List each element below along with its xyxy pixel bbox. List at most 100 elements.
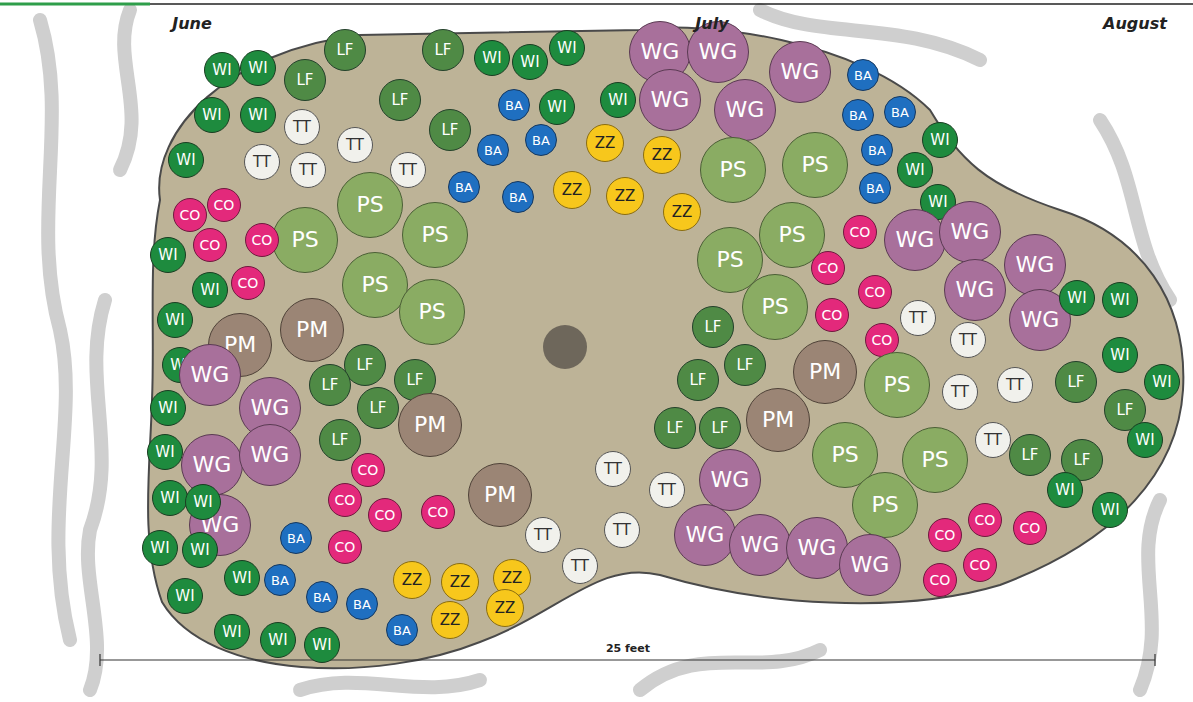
plant-code: PS xyxy=(421,224,448,246)
plant-code: WI xyxy=(200,283,219,298)
ps-plant: PS xyxy=(272,207,338,273)
plant-code: WG xyxy=(798,537,837,559)
plant-code: BA xyxy=(287,532,305,545)
plant-code: CO xyxy=(214,198,235,212)
plant-code: WG xyxy=(851,554,890,576)
wi-plant: WI xyxy=(260,622,296,658)
tt-plant: TT xyxy=(604,512,640,548)
wi-plant: WI xyxy=(185,484,221,520)
co-plant: CO xyxy=(963,548,997,582)
wi-plant: WI xyxy=(224,560,260,596)
plant-code: WI xyxy=(190,543,209,558)
pm-plant: PM xyxy=(793,340,857,404)
plant-code: WG xyxy=(251,444,290,466)
co-plant: CO xyxy=(207,188,241,222)
plant-code: WI xyxy=(547,100,566,115)
wi-plant: WI xyxy=(142,530,178,566)
wg-plant: WG xyxy=(884,209,946,271)
plant-code: LF xyxy=(1117,403,1134,418)
plant-code: CO xyxy=(818,261,839,275)
plant-code: WI xyxy=(248,108,267,123)
co-plant: CO xyxy=(368,498,402,532)
plant-code: TT xyxy=(658,483,676,498)
plant-code: WI xyxy=(608,93,627,108)
plant-code: PS xyxy=(356,194,383,216)
zz-plant: ZZ xyxy=(486,589,524,627)
zz-plant: ZZ xyxy=(393,561,431,599)
zz-plant: ZZ xyxy=(606,177,644,215)
plant-code: PS xyxy=(778,224,805,246)
plant-code: ZZ xyxy=(615,189,636,204)
plant-code: WI xyxy=(150,541,169,556)
plant-code: WG xyxy=(191,364,230,386)
lf-plant: LF xyxy=(1009,434,1051,476)
co-plant: CO xyxy=(173,198,207,232)
wg-plant: WG xyxy=(839,534,901,596)
plant-code: WI xyxy=(158,401,177,416)
top-accent-line xyxy=(0,3,150,6)
wi-plant: WI xyxy=(897,152,933,188)
ba-plant: BA xyxy=(280,522,312,554)
plant-code: LF xyxy=(667,421,684,436)
ps-plant: PS xyxy=(402,202,468,268)
plant-code: BA xyxy=(455,181,473,194)
wg-plant: WG xyxy=(944,259,1006,321)
lf-plant: LF xyxy=(654,407,696,449)
plant-code: WG xyxy=(1021,309,1060,331)
zz-plant: ZZ xyxy=(643,136,681,174)
plant-code: WG xyxy=(699,41,738,63)
plant-code: WG xyxy=(726,99,765,121)
plant-code: WI xyxy=(175,589,194,604)
wi-plant: WI xyxy=(194,97,230,133)
plant-code: PM xyxy=(296,319,328,341)
ba-plant: BA xyxy=(477,134,509,166)
lf-plant: LF xyxy=(677,359,719,401)
plant-code: CO xyxy=(935,528,956,542)
wi-plant: WI xyxy=(152,480,188,516)
plant-code: WI xyxy=(557,41,576,56)
zz-plant: ZZ xyxy=(553,171,591,209)
plant-code: PM xyxy=(484,484,516,506)
plant-code: ZZ xyxy=(502,571,523,586)
pm-plant: PM xyxy=(280,298,344,362)
wi-plant: WI xyxy=(539,89,575,125)
plant-code: LF xyxy=(1074,453,1091,468)
scale-bar xyxy=(100,654,1155,666)
co-plant: CO xyxy=(811,251,845,285)
wi-plant: WI xyxy=(150,390,186,426)
wi-plant: WI xyxy=(214,614,250,650)
plant-code: CO xyxy=(335,493,356,507)
co-plant: CO xyxy=(231,266,265,300)
timeline-month: July xyxy=(695,14,728,33)
plant-code: LF xyxy=(435,43,452,58)
tt-plant: TT xyxy=(900,300,936,336)
ps-plant: PS xyxy=(342,252,408,318)
plant-code: WI xyxy=(1135,433,1154,448)
bed-outline xyxy=(148,28,1183,669)
wi-plant: WI xyxy=(1144,364,1180,400)
plant-code: BA xyxy=(849,109,867,122)
co-plant: CO xyxy=(328,483,362,517)
wi-plant: WI xyxy=(240,50,276,86)
plant-code: LF xyxy=(1022,448,1039,463)
lf-plant: LF xyxy=(699,407,741,449)
plant-code: WI xyxy=(165,313,184,328)
plant-code: PS xyxy=(761,296,788,318)
wi-plant: WI xyxy=(168,142,204,178)
ba-plant: BA xyxy=(448,171,480,203)
wi-plant: WI xyxy=(182,532,218,568)
wg-plant: WG xyxy=(239,424,301,486)
plant-code: BA xyxy=(891,106,909,119)
plant-code: CO xyxy=(975,513,996,527)
plant-code: BA xyxy=(313,591,331,604)
wi-plant: WI xyxy=(474,40,510,76)
plant-code: WI xyxy=(482,51,501,66)
lf-plant: LF xyxy=(1055,361,1097,403)
pm-plant: PM xyxy=(468,463,532,527)
plant-code: LF xyxy=(357,358,374,373)
plant-code: CO xyxy=(428,505,449,519)
plant-code: WG xyxy=(741,534,780,556)
ps-plant: PS xyxy=(902,427,968,493)
plant-code: CO xyxy=(850,225,871,239)
tt-plant: TT xyxy=(997,367,1033,403)
